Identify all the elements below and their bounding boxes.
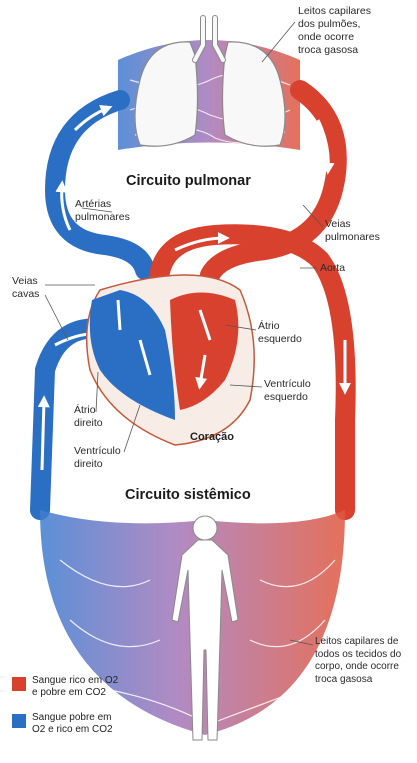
heart xyxy=(87,275,255,445)
pulmonary-arteries-label: Artérias pulmonares xyxy=(75,198,130,224)
body-capillaries-label: Leitos capilares de todos os tecidos do … xyxy=(315,636,401,686)
systemic-circuit-title: Circuito sistêmico xyxy=(125,487,251,503)
legend-text-deoxygenated: Sangue pobre em O2 e rico em CO2 xyxy=(32,712,113,736)
right-atrium-label: Átrio direito xyxy=(74,404,103,430)
lung-capillaries-label: Leitos capilares dos pulmões, onde ocorr… xyxy=(298,5,371,57)
vena-cavae-label: Veias cavas xyxy=(12,275,39,301)
legend-swatch-oxygenated xyxy=(12,677,26,691)
legend-swatch-deoxygenated xyxy=(12,714,26,728)
aorta-label: Aorta xyxy=(320,262,345,275)
legend-item-oxygenated: Sangue rico em O2 e pobre em CO2 xyxy=(12,675,118,699)
pulmonary-circuit-title: Circuito pulmonar xyxy=(126,173,251,189)
left-ventricle-label: Ventrículo esquerdo xyxy=(264,378,311,404)
heart-label: Coração xyxy=(190,431,234,443)
right-ventricle-label: Ventrículo direito xyxy=(74,445,121,471)
pulmonary-veins-label: Veias pulmonares xyxy=(325,218,380,244)
legend-item-deoxygenated: Sangue pobre em O2 e rico em CO2 xyxy=(12,712,113,736)
left-atrium-label: Átrio esquerdo xyxy=(258,320,302,346)
legend-text-oxygenated: Sangue rico em O2 e pobre em CO2 xyxy=(32,675,118,699)
